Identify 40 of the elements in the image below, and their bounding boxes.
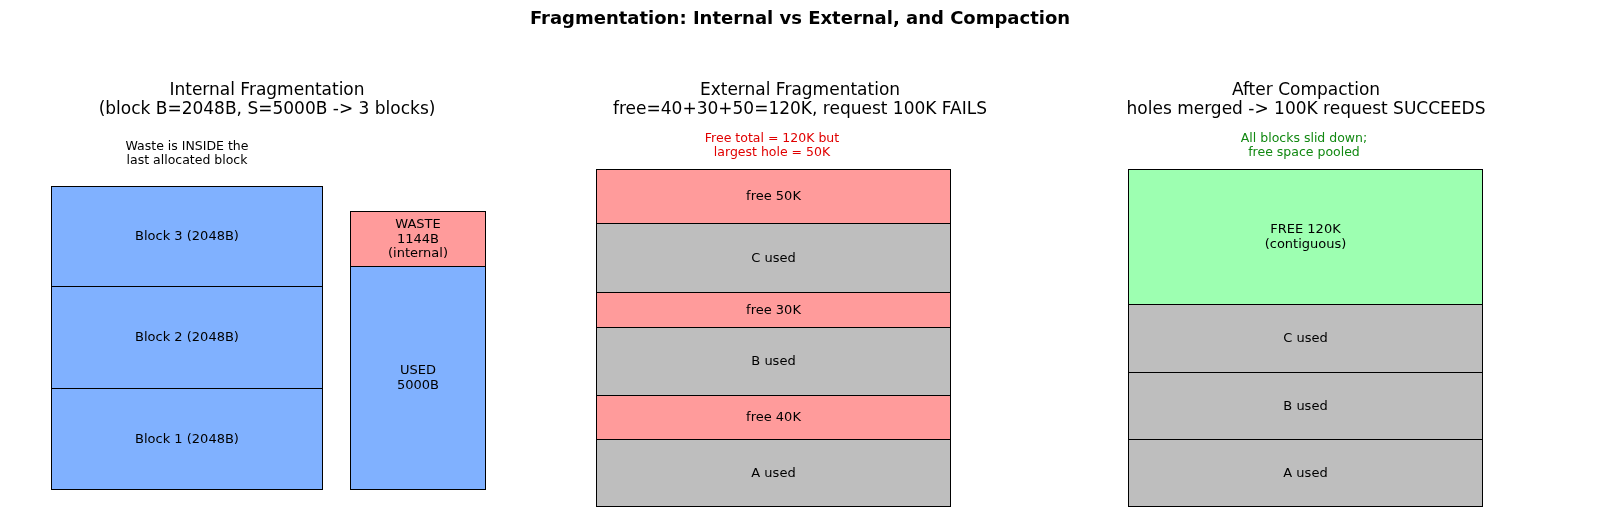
memory-block bbox=[596, 327, 951, 396]
annotation-note: All blocks slid down; free space pooled bbox=[1239, 131, 1369, 160]
panel-title: External Fragmentation bbox=[699, 80, 901, 100]
memory-block bbox=[51, 286, 323, 389]
block-label: A used bbox=[1283, 465, 1328, 481]
memory-block bbox=[596, 395, 951, 440]
memory-block bbox=[1128, 439, 1483, 507]
block-label: B used bbox=[1283, 398, 1328, 414]
block-label: Block 2 (2048B) bbox=[135, 330, 239, 345]
block-label: C used bbox=[751, 250, 796, 266]
block-label: Block 3 (2048B) bbox=[135, 229, 239, 244]
memory-block bbox=[1128, 304, 1483, 373]
panel-subtitle: free=40+30+50=120K, request 100K FAILS bbox=[613, 99, 987, 119]
annotation-note: Free total = 120K but largest hole = 50K bbox=[703, 131, 841, 160]
panel-title: After Compaction bbox=[1231, 80, 1381, 100]
block-label: FREE 120K (contiguous) bbox=[1263, 222, 1348, 252]
block-label: A used bbox=[751, 465, 796, 481]
memory-block bbox=[596, 439, 951, 507]
memory-block bbox=[51, 388, 323, 490]
block-label: WASTE 1144B (internal) bbox=[387, 216, 449, 262]
block-label: B used bbox=[751, 354, 796, 369]
panel-subtitle: (block B=2048B, S=5000B -> 3 blocks) bbox=[98, 99, 436, 119]
annotation-note: Waste is INSIDE the last allocated block bbox=[124, 139, 250, 168]
block-label: USED 5000B bbox=[396, 363, 440, 393]
memory-block bbox=[596, 169, 951, 224]
memory-block bbox=[1128, 169, 1483, 305]
block-label: C used bbox=[1283, 331, 1328, 346]
memory-block bbox=[350, 211, 486, 267]
memory-block bbox=[350, 266, 486, 490]
chart-title: Fragmentation: Internal vs External, and Compaction bbox=[528, 8, 1072, 29]
memory-block bbox=[596, 223, 951, 293]
block-label: free 50K bbox=[746, 189, 801, 204]
block-label: free 30K bbox=[746, 302, 801, 318]
panel-subtitle: holes merged -> 100K request SUCCEEDS bbox=[1126, 99, 1486, 119]
block-label: free 40K bbox=[746, 410, 801, 425]
panel-title: Internal Fragmentation bbox=[169, 80, 365, 100]
memory-block bbox=[1128, 372, 1483, 440]
memory-block bbox=[596, 292, 951, 328]
memory-block bbox=[51, 186, 323, 287]
block-label: Block 1 (2048B) bbox=[135, 431, 239, 447]
